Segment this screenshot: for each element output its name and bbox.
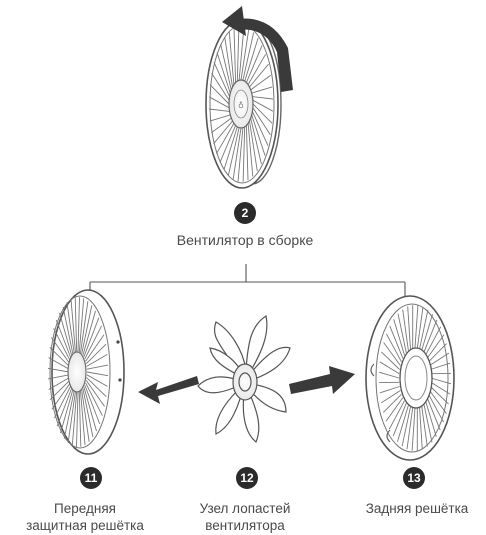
front-grille-label-line2: защитная решётка xyxy=(26,517,144,534)
step-badge-12: 12 xyxy=(236,467,258,489)
step-badge-11: 11 xyxy=(80,467,102,489)
arrow-left-icon xyxy=(138,376,199,404)
blade-assembly-label-line2: вентилятора xyxy=(205,517,284,534)
split-bracket xyxy=(90,264,405,296)
arrow-right-icon xyxy=(289,366,355,394)
rear-grille xyxy=(366,296,454,460)
assembled-fan: ♁ xyxy=(206,20,281,188)
front-grille xyxy=(48,290,124,454)
blade-assembly-label-line1: Узел лопастей xyxy=(200,500,291,517)
svg-text:♁: ♁ xyxy=(238,101,244,110)
rear-grille-label: Задняя решётка xyxy=(366,500,469,517)
blade-assembly xyxy=(198,316,290,442)
step-badge-13: 13 xyxy=(403,467,425,489)
assembled-fan-label: Вентилятор в сборке xyxy=(177,232,314,249)
step-badge-2: 2 xyxy=(234,202,256,224)
front-grille-label-line1: Передняя xyxy=(54,500,116,517)
